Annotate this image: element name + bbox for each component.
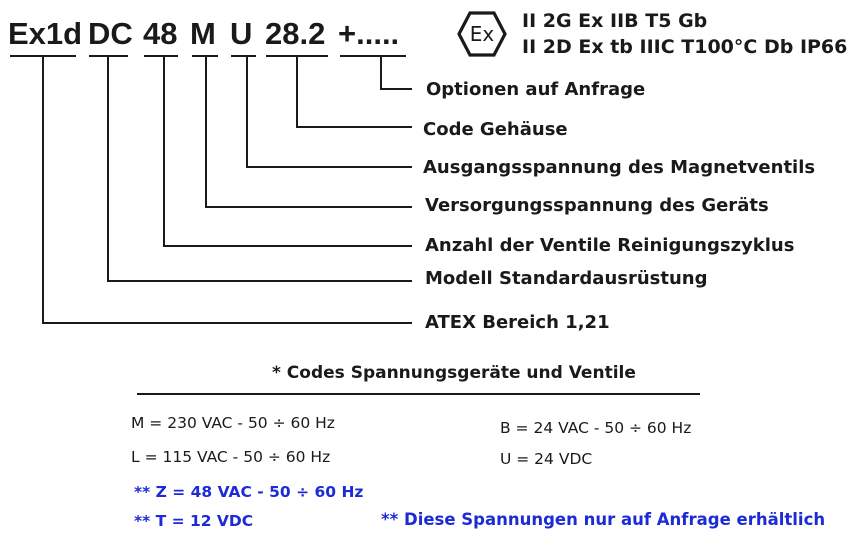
code-part-output-voltage: U — [230, 16, 253, 51]
code-part-housing: 28.2 — [265, 16, 326, 51]
voltage-code-b: B = 24 VAC - 50 ÷ 60 Hz — [500, 419, 692, 437]
label-output-voltage: Ausgangsspannung des Magnetventils — [423, 157, 816, 178]
voltage-code-z: ** Z = 48 VAC - 50 ÷ 60 Hz — [134, 483, 364, 501]
label-atex-zone: ATEX Bereich 1,21 — [425, 312, 610, 333]
label-supply-voltage: Versorgungsspannung des Geräts — [425, 195, 769, 216]
on-request-note: ** Diese Spannungen nur auf Anfrage erhä… — [381, 510, 826, 529]
label-valve-count: Anzahl der Ventile Reinigungszyklus — [425, 235, 795, 256]
voltage-code-m: M = 230 VAC - 50 ÷ 60 Hz — [131, 414, 335, 432]
code-part-supply-voltage: M — [190, 16, 216, 51]
code-part-series: Ex1d — [8, 16, 83, 51]
code-part-options: +..... — [338, 16, 400, 51]
label-options: Optionen auf Anfrage — [426, 79, 646, 100]
voltage-code-t: ** T = 12 VDC — [134, 512, 254, 530]
label-model: Modell Standardausrüstung — [425, 268, 708, 289]
ex-hexagon-icon: Ex — [457, 11, 507, 57]
label-housing-code: Code Gehäuse — [423, 119, 568, 140]
code-part-valves: 48 — [143, 16, 178, 51]
atex-gas-marking: II 2G Ex IIB T5 Gb — [522, 10, 708, 32]
ex-mark-text: Ex — [470, 22, 495, 46]
voltage-code-l: L = 115 VAC - 50 ÷ 60 Hz — [131, 448, 331, 466]
voltage-code-u: U = 24 VDC — [500, 450, 593, 468]
code-part-model: DC — [88, 16, 133, 51]
atex-dust-marking: II 2D Ex tb IIIC T100°C Db IP66 — [522, 36, 848, 58]
codes-title: * Codes Spannungsgeräte und Ventile — [272, 363, 636, 383]
